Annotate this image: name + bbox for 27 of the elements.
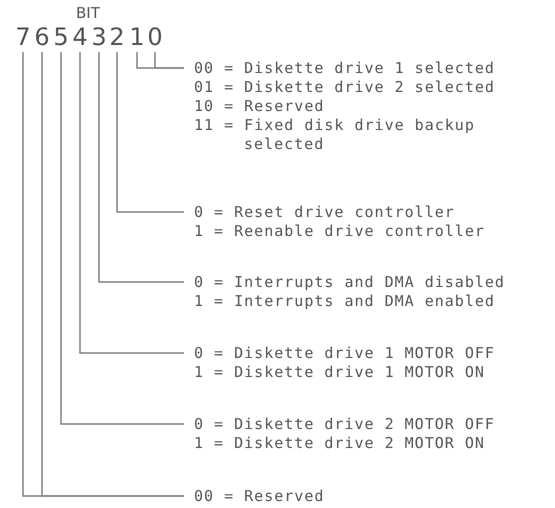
bit-value-description: 00 = Reserved [194,486,324,506]
bit-value-description: 10 = Reserved [194,96,326,116]
leader-line [154,52,184,69]
bit-number: 3 [90,24,108,50]
bit-number: 1 [128,24,146,50]
bit-number: 5 [52,24,70,50]
bit-value-description: 0 = Reset drive controller [194,202,456,222]
bit-value-description: 00 = Diskette drive 1 selected [194,58,496,78]
bit-value-description: 0 = Interrupts and DMA disabled [194,272,505,292]
bit-value-description: 1 = Reenable drive controller [194,222,485,240]
bit-value-description: 1 = Diskette drive 2 MOTOR ON [194,434,486,452]
leader-line [60,52,184,425]
bit-value-description: 1 = Diskette drive 1 MOTOR ON [194,362,486,382]
bit-number: 7 [14,24,32,50]
bit-value-description: 11 = Fixed disk drive backup selected [194,116,476,154]
bit-number: 0 [146,24,164,50]
bit-heading: BIT [76,4,100,22]
bit-value-description: 0 = Diskette drive 1 MOTOR OFF [194,344,495,362]
bit-value-description: 01 = Diskette drive 2 selected [194,78,496,96]
bit-number: 6 [32,24,52,50]
bit-number: 2 [108,24,126,50]
bit-number: 4 [70,24,90,50]
leader-line [98,52,184,283]
bit-value-description: 0 = Diskette drive 2 MOTOR OFF [194,414,495,434]
bit-value-description: 1 = Interrupts and DMA enabled [194,292,496,310]
leader-line [116,52,184,213]
leader-line [79,52,184,354]
